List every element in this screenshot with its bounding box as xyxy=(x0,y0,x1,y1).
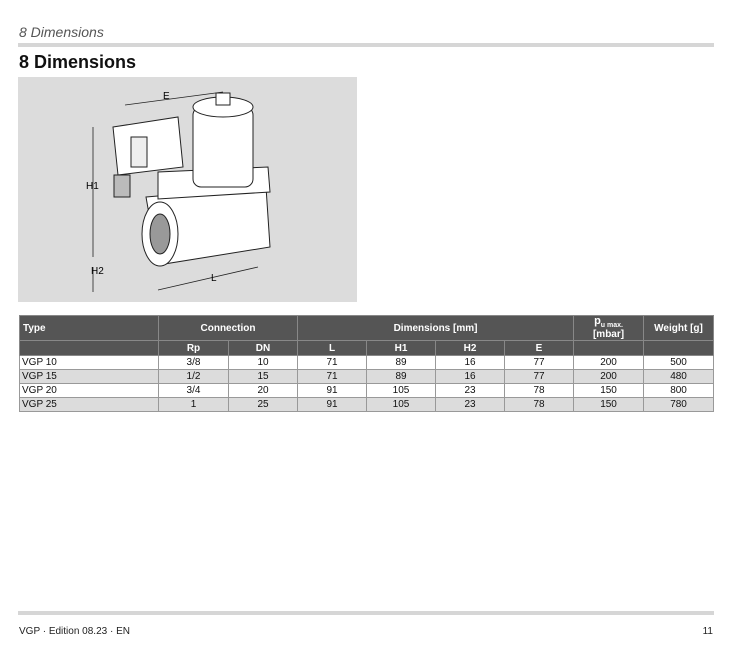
table-cell: VGP 15 xyxy=(19,369,159,384)
header-rule xyxy=(18,43,714,47)
dimensions-table: Type Connection Dimensions [mm] pu max.[… xyxy=(19,315,715,412)
col-e: E xyxy=(503,340,575,356)
col-h2: H2 xyxy=(435,340,505,356)
table-cell: 150 xyxy=(573,397,645,412)
table-cell: 23 xyxy=(435,397,505,412)
table-cell: 91 xyxy=(297,383,367,398)
label-h2: H2 xyxy=(91,266,104,277)
col-pressure: pu max.[mbar] xyxy=(573,315,645,341)
table-cell: 150 xyxy=(573,383,645,398)
table-cell: 780 xyxy=(643,397,715,412)
table-cell: VGP 10 xyxy=(19,355,159,370)
label-e: E xyxy=(163,91,170,102)
table-cell: VGP 20 xyxy=(19,383,159,398)
table-cell: 15 xyxy=(228,369,298,384)
table-cell: 91 xyxy=(297,397,367,412)
table-cell: 78 xyxy=(503,383,575,398)
col-dn: DN xyxy=(228,340,298,356)
table-cell: 200 xyxy=(573,355,645,370)
table-cell: 20 xyxy=(228,383,298,398)
running-header: 8 Dimensions xyxy=(19,24,104,40)
table-cell: 77 xyxy=(503,355,575,370)
footer-rule xyxy=(18,611,714,615)
page-title: 8 Dimensions xyxy=(19,52,137,72)
col-l: L xyxy=(297,340,367,356)
col-weight: Weight [g] xyxy=(643,315,715,341)
col-connection: Connection xyxy=(158,315,298,341)
table-cell: 78 xyxy=(503,397,575,412)
table-cell: 89 xyxy=(366,355,436,370)
table-cell: VGP 25 xyxy=(19,397,159,412)
table-cell: 500 xyxy=(643,355,715,370)
col-type: Type xyxy=(19,315,159,341)
table-cell: 480 xyxy=(643,369,715,384)
table-cell: 10 xyxy=(228,355,298,370)
table-cell: 16 xyxy=(435,369,505,384)
table-cell: 105 xyxy=(366,383,436,398)
dimension-drawing: E H1 H2 L xyxy=(18,77,357,302)
table-cell: 1 xyxy=(158,397,229,412)
table-cell: 3/4 xyxy=(158,383,229,398)
table-cell: 3/8 xyxy=(158,355,229,370)
label-h1: H1 xyxy=(86,181,99,192)
table-cell: 1/2 xyxy=(158,369,229,384)
table-cell: 16 xyxy=(435,355,505,370)
page-number: 11 xyxy=(702,626,713,637)
col-dimensions: Dimensions [mm] xyxy=(296,315,575,341)
table-cell: 25 xyxy=(228,397,298,412)
table-cell: 23 xyxy=(435,383,505,398)
footer-edition: VGP · Edition 08.23 · EN xyxy=(19,626,130,637)
label-l: L xyxy=(211,273,217,284)
table-cell: 77 xyxy=(503,369,575,384)
table-cell: 71 xyxy=(297,355,367,370)
col-rp: Rp xyxy=(158,340,229,356)
table-cell: 105 xyxy=(366,397,436,412)
table-cell: 71 xyxy=(297,369,367,384)
table-cell: 800 xyxy=(643,383,715,398)
table-cell: 89 xyxy=(366,369,436,384)
table-cell: 200 xyxy=(573,369,645,384)
col-h1: H1 xyxy=(366,340,436,356)
